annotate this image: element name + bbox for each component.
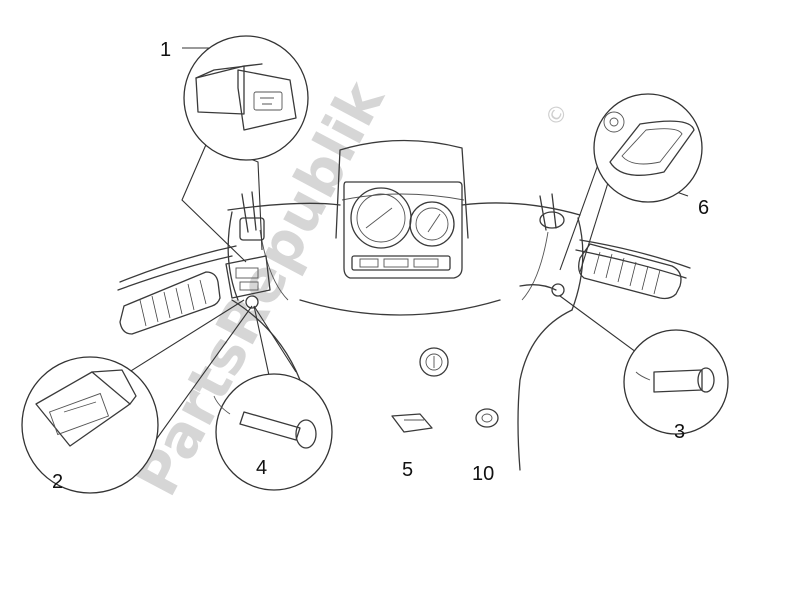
- callout-numbers: 1 2 3 4 5 6 10: [52, 39, 709, 493]
- detail-circle-6: [593, 93, 703, 203]
- right-handlebar: [519, 193, 691, 300]
- callout-1: 1: [160, 39, 171, 61]
- ignition-lock: [419, 347, 449, 377]
- detail-circle-4: [213, 373, 333, 491]
- leader-lines: [109, 47, 689, 463]
- callout-10: 10: [472, 463, 494, 485]
- windshield: [335, 139, 469, 239]
- handlebar-cover: [227, 202, 584, 471]
- part-10-grommet: [475, 408, 499, 428]
- instrument-cluster: [343, 181, 463, 279]
- callout-2: 2: [52, 471, 63, 493]
- detail-circle-2: [21, 356, 159, 494]
- part-5-bracket: [391, 413, 433, 433]
- detail-circle-1: [183, 35, 309, 161]
- callout-3: 3: [674, 421, 685, 443]
- callout-6: 6: [698, 197, 709, 219]
- detail-circle-3: [623, 329, 729, 435]
- watermark-copyright: ©: [541, 100, 573, 131]
- left-handlebar: [117, 191, 271, 335]
- watermark: PartsRepublik ©: [122, 69, 573, 506]
- callout-4: 4: [256, 457, 267, 479]
- callout-5: 5: [402, 459, 413, 481]
